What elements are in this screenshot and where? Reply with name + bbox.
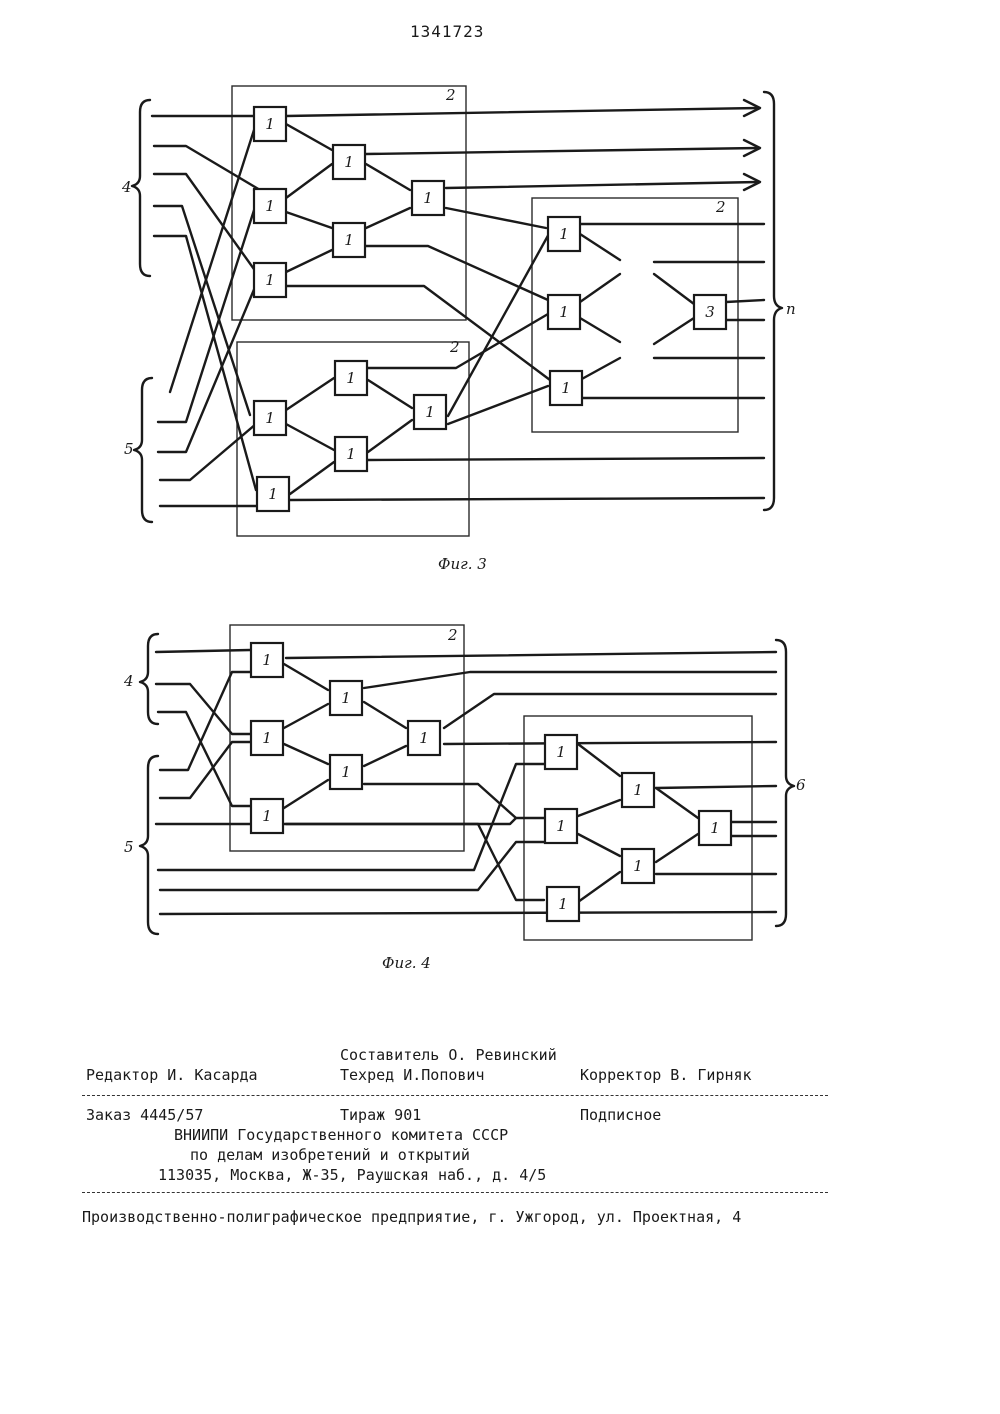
group-label-6: 6 — [796, 776, 806, 794]
logic-element: 1 — [412, 181, 444, 215]
org-line-2: по делам изобретений и открытий — [190, 1146, 470, 1164]
subnetwork-label: 2 — [445, 86, 456, 104]
element-label: 1 — [262, 807, 272, 825]
element-label: 1 — [710, 819, 720, 837]
editor: Редактор И. Касарда — [86, 1066, 258, 1084]
logic-element: 1 — [622, 773, 654, 807]
corrector: Корректор В. Гирняк — [580, 1066, 752, 1084]
figure-4-schematic: 1 1 1 1 1 1 1 1 1 1 1 1 4 5 6 2 — [0, 615, 1000, 965]
element-label: 1 — [559, 225, 569, 243]
group-label-5: 5 — [124, 838, 134, 856]
logic-element: 1 — [550, 371, 582, 405]
logic-element: 1 — [408, 721, 440, 755]
logic-element: 1 — [548, 217, 580, 251]
element-label: 1 — [419, 729, 429, 747]
figure-3-schematic: 1 1 1 1 1 1 1 1 1 1 1 1 1 1 3 4 5 n 2 2 2 — [0, 0, 1000, 560]
logic-element: 3 — [694, 295, 726, 329]
element-label: 1 — [265, 271, 275, 289]
group-label-4: 4 — [121, 178, 132, 196]
element-label: 1 — [559, 303, 569, 321]
printer: Производственно-полиграфическое предприя… — [82, 1208, 741, 1226]
element-label: 1 — [633, 781, 643, 799]
element-label: 3 — [705, 303, 715, 321]
element-label: 1 — [556, 817, 566, 835]
logic-element: 1 — [333, 145, 365, 179]
element-label: 1 — [425, 403, 435, 421]
subnetwork-label: 2 — [447, 626, 458, 644]
element-label: 1 — [262, 651, 272, 669]
logic-element: 1 — [254, 401, 286, 435]
logic-element: 1 — [333, 223, 365, 257]
logic-element: 1 — [622, 849, 654, 883]
element-label: 1 — [265, 115, 275, 133]
group-label-n: n — [786, 300, 796, 318]
element-label: 1 — [265, 197, 275, 215]
divider — [82, 1095, 828, 1096]
subnetwork-label: 2 — [715, 198, 726, 216]
circulation: Тираж 901 — [340, 1106, 421, 1124]
element-label: 1 — [556, 743, 566, 761]
logic-element: 1 — [547, 887, 579, 921]
logic-element: 1 — [330, 755, 362, 789]
element-label: 1 — [344, 231, 354, 249]
logic-element: 1 — [254, 263, 286, 297]
logic-element: 1 — [699, 811, 731, 845]
group-label-5: 5 — [124, 440, 134, 458]
element-label: 1 — [346, 369, 356, 387]
element-label: 1 — [268, 485, 278, 503]
logic-element: 1 — [545, 809, 577, 843]
element-label: 1 — [346, 445, 356, 463]
logic-element: 1 — [330, 681, 362, 715]
logic-element: 1 — [548, 295, 580, 329]
element-label: 1 — [558, 895, 568, 913]
composer: Составитель О. Ревинский — [340, 1046, 557, 1064]
logic-element: 1 — [254, 107, 286, 141]
logic-element: 1 — [545, 735, 577, 769]
logic-element: 1 — [251, 721, 283, 755]
logic-element: 1 — [257, 477, 289, 511]
order-number: Заказ 4445/57 — [86, 1106, 203, 1124]
group-label-4: 4 — [123, 672, 134, 690]
element-label: 1 — [341, 763, 351, 781]
element-label: 1 — [341, 689, 351, 707]
logic-element: 1 — [251, 799, 283, 833]
logic-element: 1 — [414, 395, 446, 429]
logic-element: 1 — [254, 189, 286, 223]
org-line-1: ВНИИПИ Государственного комитета СССР — [174, 1126, 508, 1144]
figure-3-caption: Фиг. 3 — [438, 555, 487, 573]
divider — [82, 1192, 828, 1193]
element-label: 1 — [561, 379, 571, 397]
subnetwork-label: 2 — [449, 338, 460, 356]
element-label: 1 — [423, 189, 433, 207]
logic-element: 1 — [335, 437, 367, 471]
element-label: 1 — [262, 729, 272, 747]
logic-element: 1 — [335, 361, 367, 395]
logic-element: 1 — [251, 643, 283, 677]
element-label: 1 — [265, 409, 275, 427]
figure-4-caption: Фиг. 4 — [382, 954, 431, 972]
element-label: 1 — [344, 153, 354, 171]
techred: Техред И.Попович — [340, 1066, 485, 1084]
subscription: Подписное — [580, 1106, 661, 1124]
element-label: 1 — [633, 857, 643, 875]
address: 113035, Москва, Ж-35, Раушская наб., д. … — [158, 1166, 546, 1184]
